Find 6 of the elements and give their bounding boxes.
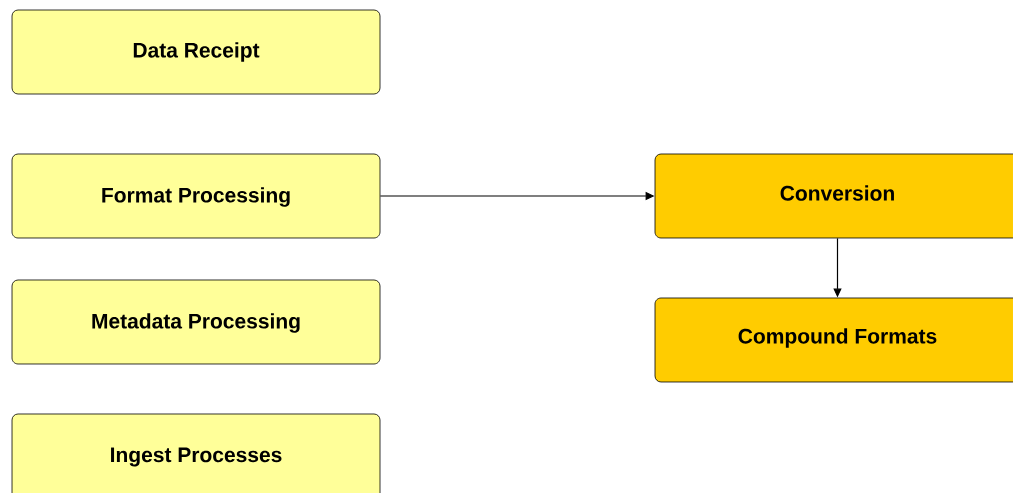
- process-box: Metadata Processing: [11, 279, 381, 365]
- process-box: Compound Formats: [654, 297, 1013, 383]
- process-box: Data Receipt: [11, 9, 381, 95]
- process-box: Ingest Processes: [11, 413, 381, 493]
- process-box: Format Processing: [11, 153, 381, 239]
- process-box: Conversion: [654, 153, 1013, 239]
